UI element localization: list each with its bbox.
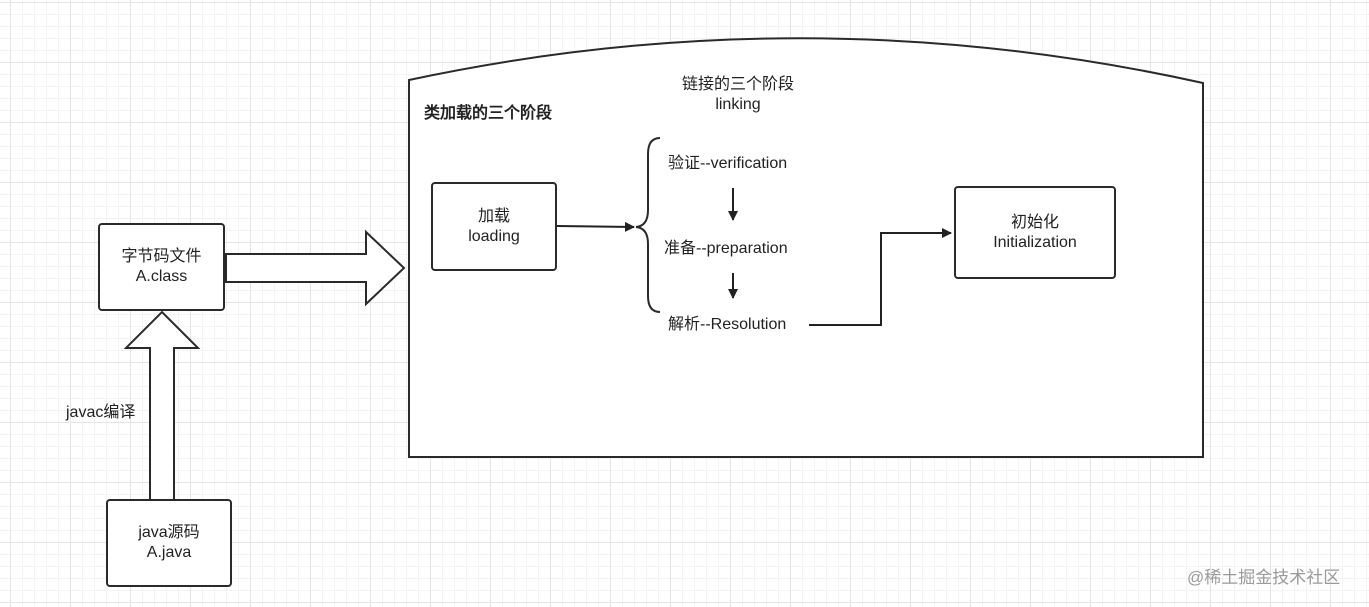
source-file-box: java源码 A.java <box>106 499 232 587</box>
init-en: Initialization <box>993 233 1077 251</box>
init-cn: 初始化 <box>1010 213 1059 231</box>
source-file-name: java源码 <box>138 524 200 541</box>
resolution-to-init-arrow <box>809 228 952 326</box>
preparation-step: 准备--preparation <box>664 240 788 257</box>
linking-subtitle: linking <box>715 96 761 113</box>
container-title: 类加载的三个阶段 <box>424 105 553 122</box>
loading-box: 加载 loading <box>431 182 557 271</box>
linking-title: 链接的三个阶段 <box>681 76 794 93</box>
bytecode-file-box: 字节码文件 A.class <box>98 223 225 311</box>
class-loading-container <box>408 37 1204 458</box>
watermark: @稀土掘金技术社区 <box>1187 568 1341 587</box>
loading-en: loading <box>468 227 520 245</box>
bytecode-file-name: 字节码文件 <box>121 248 202 265</box>
source-file-ext: A.java <box>146 544 192 561</box>
loading-to-linking-arrow <box>556 221 635 232</box>
loading-cn: 加载 <box>477 207 510 225</box>
linking-brace <box>635 137 661 313</box>
compile-arrow <box>123 310 201 501</box>
initialization-box: 初始化 Initialization <box>954 186 1116 279</box>
bytecode-file-ext: A.class <box>135 268 188 285</box>
verification-step: 验证--verification <box>668 155 788 172</box>
load-arrow <box>225 229 406 307</box>
resolution-step: 解析--Resolution <box>668 316 787 333</box>
compile-label: javac编译 <box>66 404 136 421</box>
